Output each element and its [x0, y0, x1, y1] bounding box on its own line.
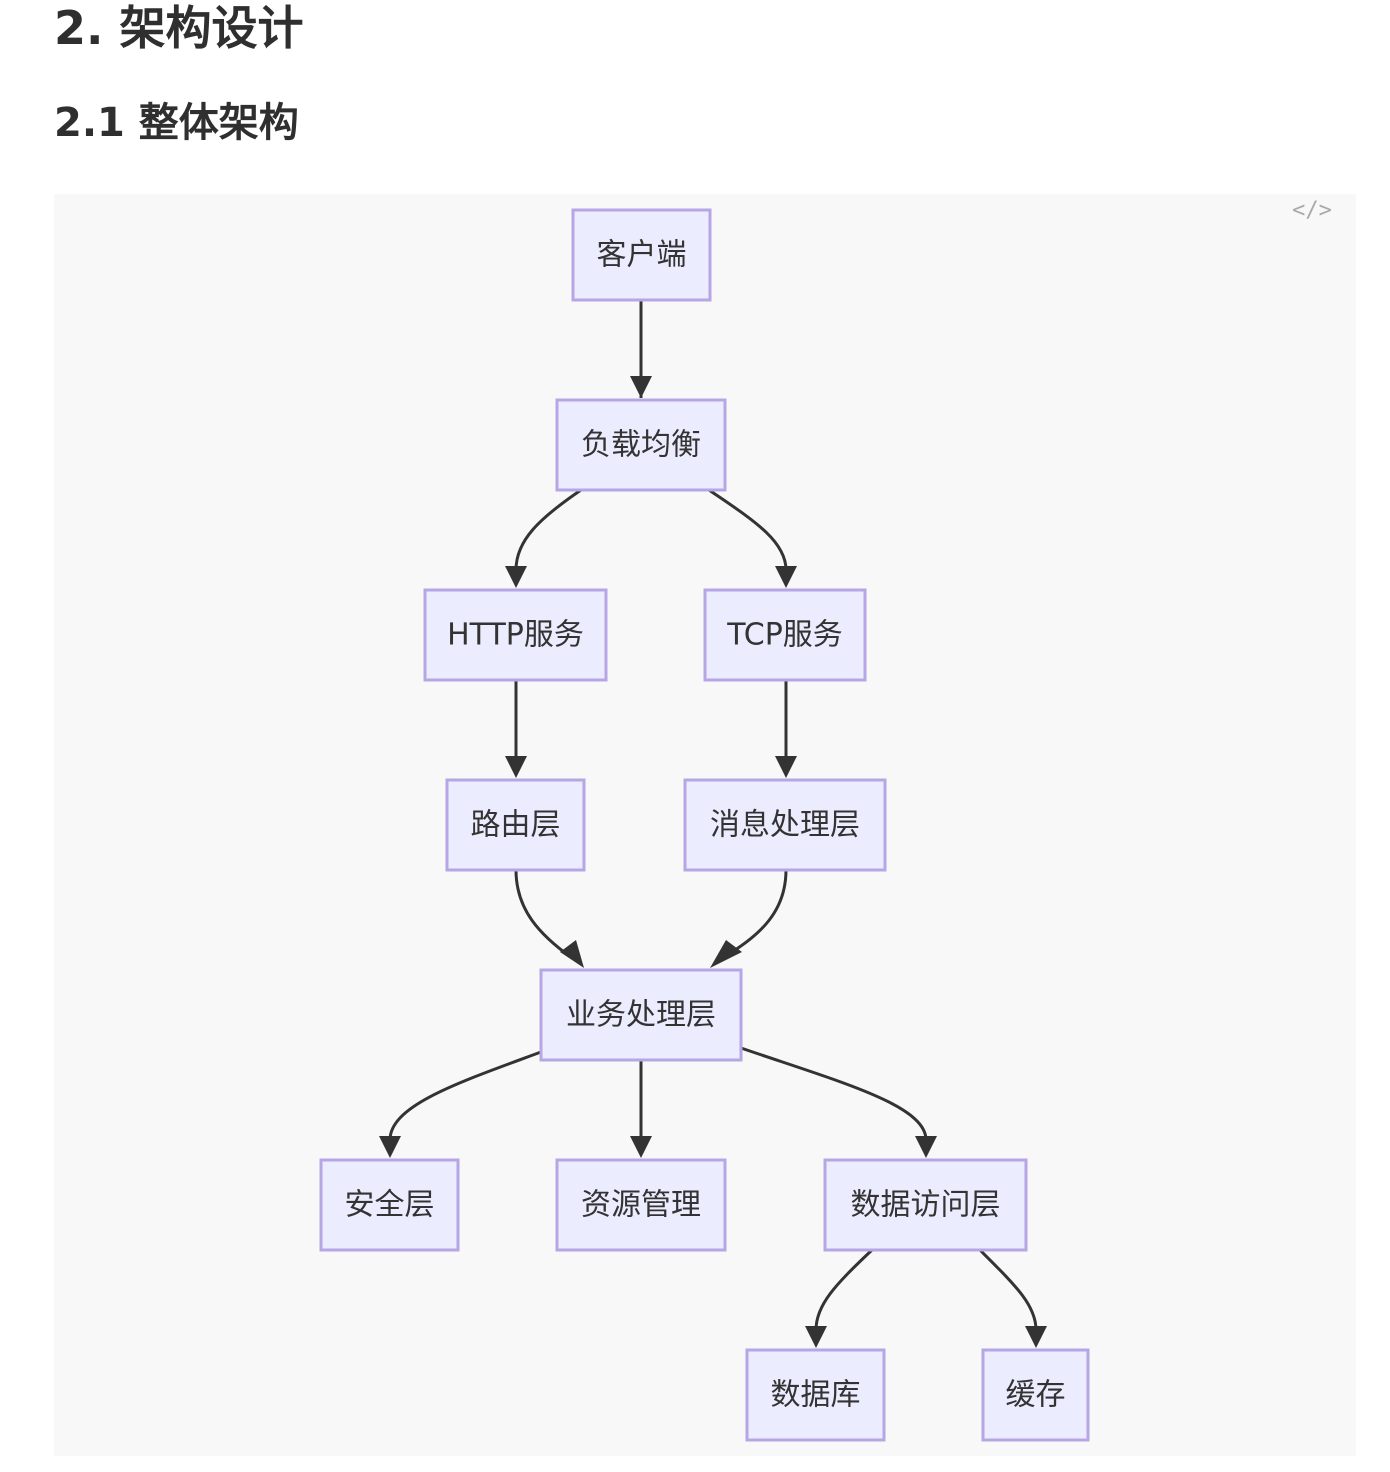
- node-client-label: 客户端: [597, 238, 687, 273]
- node-resource-management: 资源管理: [555, 1158, 727, 1252]
- node-data-access-layer-label: 数据访问层: [851, 1188, 1001, 1223]
- arrowhead-client-to-lb: [630, 376, 652, 398]
- edge-lb-to-http: [514, 488, 582, 571]
- arrowhead-http-to-routing: [505, 756, 527, 778]
- subsection-heading: 2.1 整体架构: [54, 100, 299, 146]
- edge-lb-to-tcp: [708, 488, 788, 571]
- code-icon[interactable]: </>: [1292, 197, 1332, 223]
- node-http-service: HTTP服务: [423, 588, 608, 682]
- node-message-layer: 消息处理层: [683, 778, 887, 872]
- node-tcp-service-label: TCP服务: [726, 618, 843, 653]
- edge-biz-to-dal: [740, 1046, 928, 1141]
- node-routing-layer-label: 路由层: [471, 808, 561, 843]
- arrowhead-msg-to-biz: [710, 940, 742, 968]
- node-cache-label: 缓存: [1006, 1378, 1066, 1413]
- node-message-layer-label: 消息处理层: [710, 808, 860, 843]
- node-database: 数据库: [745, 1348, 886, 1442]
- arrowhead-dal-to-cache: [1025, 1326, 1047, 1348]
- arrowhead-lb-to-http: [505, 566, 527, 588]
- node-business-layer: 业务处理层: [539, 968, 743, 1062]
- node-http-service-label: HTTP服务: [447, 618, 584, 653]
- node-cache: 缓存: [981, 1348, 1090, 1442]
- arrowhead-routing-to-biz: [560, 940, 584, 968]
- arrowhead-biz-to-dal: [915, 1136, 937, 1158]
- section-heading: 2. 架构设计: [54, 1, 304, 55]
- node-client: 客户端: [571, 208, 712, 302]
- node-load-balancer-label: 负载均衡: [581, 428, 701, 463]
- node-load-balancer: 负载均衡: [555, 398, 727, 492]
- arrowhead-lb-to-tcp: [775, 566, 797, 588]
- edge-dal-to-db: [814, 1248, 874, 1331]
- arrowhead-biz-to-security: [379, 1136, 401, 1158]
- arrowhead-biz-to-resource: [630, 1136, 652, 1158]
- node-database-label: 数据库: [771, 1378, 861, 1413]
- node-business-layer-label: 业务处理层: [566, 998, 716, 1033]
- arrowhead-tcp-to-msg: [775, 756, 797, 778]
- edge-routing-to-biz: [514, 869, 573, 960]
- node-security-layer-label: 安全层: [345, 1188, 435, 1223]
- arrowhead-dal-to-db: [805, 1326, 827, 1348]
- node-resource-management-label: 资源管理: [581, 1188, 701, 1223]
- node-security-layer: 安全层: [319, 1158, 460, 1252]
- node-tcp-service: TCP服务: [703, 588, 867, 682]
- edge-biz-to-security: [388, 1050, 542, 1141]
- node-routing-layer: 路由层: [445, 778, 586, 872]
- node-data-access-layer: 数据访问层: [823, 1158, 1028, 1252]
- edge-dal-to-cache: [978, 1248, 1038, 1331]
